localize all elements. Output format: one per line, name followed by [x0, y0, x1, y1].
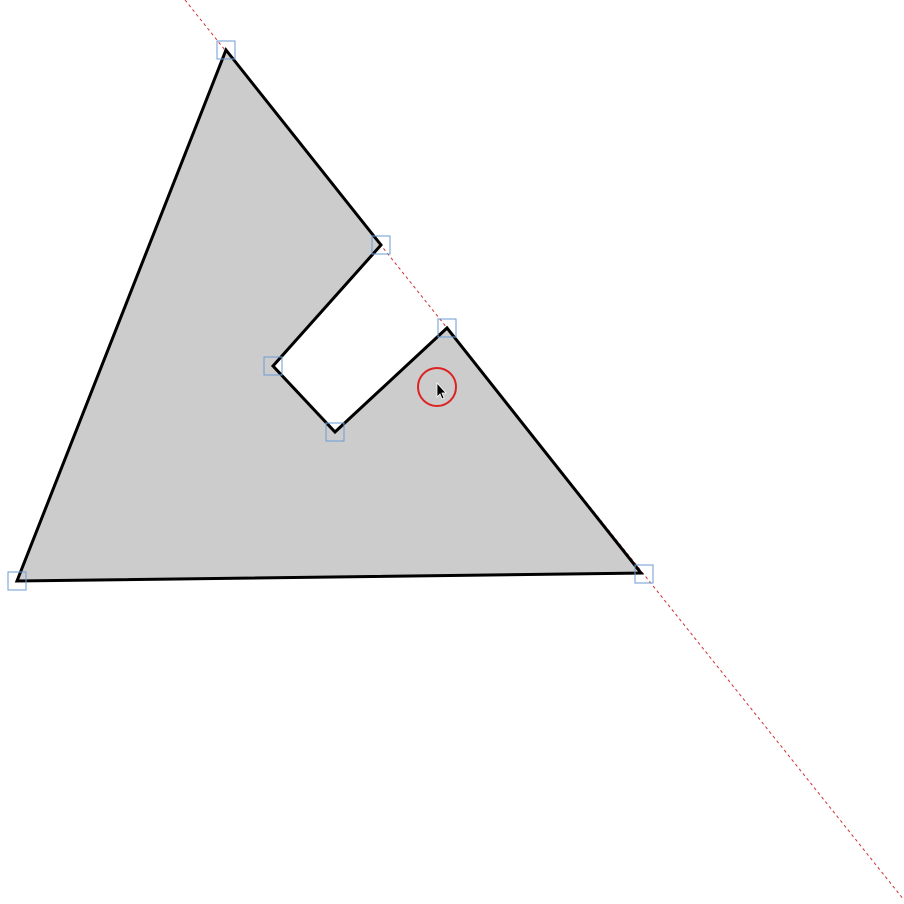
vertex-handle-bottom-right[interactable] [634, 564, 654, 584]
vertex-handle-notch-right[interactable] [437, 318, 457, 338]
cursor-highlight-ring [417, 367, 457, 407]
polygon-shape[interactable] [14, 47, 645, 583]
vertex-handles [7, 40, 654, 591]
vertex-handle-top[interactable] [216, 40, 236, 60]
vertex-handle-notch-bottom[interactable] [325, 422, 345, 442]
vertex-handle-bottom-left[interactable] [7, 571, 27, 591]
vertex-handle-notch-left[interactable] [263, 356, 283, 376]
arrow-pointer-icon [436, 381, 447, 400]
vertex-handle-notch-upper[interactable] [371, 235, 391, 255]
